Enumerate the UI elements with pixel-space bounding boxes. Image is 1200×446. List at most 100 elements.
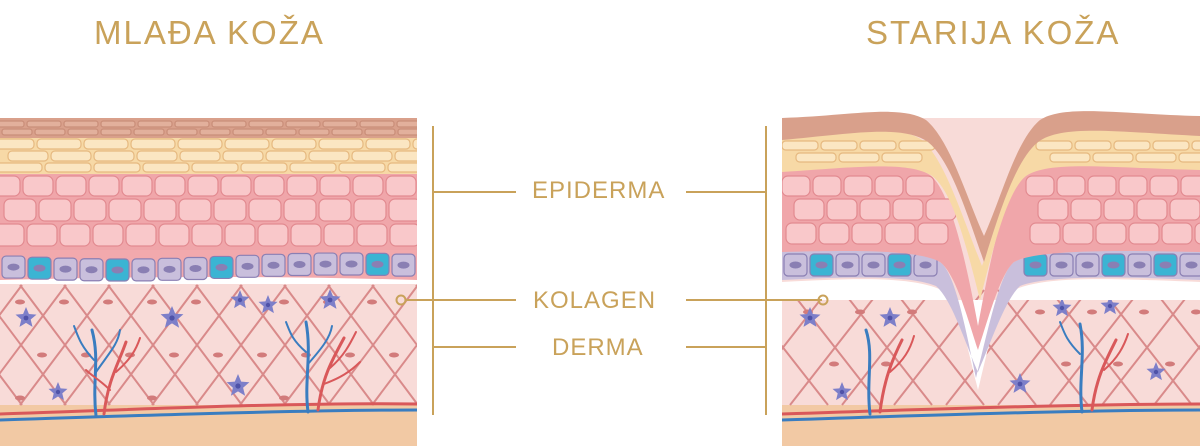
granular-cell: [36, 138, 82, 150]
cell-nucleus: [815, 261, 828, 269]
cell-nucleus: [1107, 261, 1120, 269]
spinous-cell: [356, 223, 388, 247]
granular-cell: [1191, 140, 1200, 151]
spinous-cell: [818, 222, 850, 245]
granular-cell: [1135, 152, 1177, 163]
corneum-cell: [331, 128, 363, 136]
corneum-cell: [1, 128, 33, 136]
spinous-cell: [917, 222, 949, 245]
corneum-cell: [397, 128, 417, 136]
corneum-cell: [232, 128, 264, 136]
spinous-cell: [851, 222, 883, 245]
collagen-fiber: [997, 289, 1089, 406]
corneum-cell: [166, 128, 198, 136]
spinous-cell: [178, 198, 212, 222]
spinous-cell: [1169, 198, 1200, 221]
cell-nucleus: [1185, 261, 1198, 269]
cell-nucleus: [85, 266, 98, 274]
blood-vessels: [0, 320, 417, 422]
cell-nucleus: [7, 263, 20, 271]
spinous-cells: [782, 175, 1200, 245]
spinous-cell: [1118, 175, 1148, 197]
cell-nucleus: [789, 261, 802, 269]
granular-cell: [0, 138, 35, 150]
spinous-cell: [884, 222, 916, 245]
cell-nucleus: [345, 260, 358, 268]
granular-cell: [387, 162, 417, 173]
granular-cell: [1035, 140, 1073, 151]
spinous-cell: [793, 198, 825, 221]
spinous-cell: [1103, 198, 1135, 221]
granular-cell: [308, 150, 350, 162]
cell-nucleus: [1133, 261, 1146, 269]
cell-nucleus: [241, 262, 254, 270]
corneum-cell: [364, 128, 396, 136]
collagen-fibers: [782, 289, 1200, 406]
cell-nucleus: [1029, 261, 1042, 269]
granular-cell: [222, 150, 264, 162]
spinous-cell: [1128, 222, 1160, 245]
collagen-fiber: [371, 284, 417, 347]
corneum-cell: [396, 120, 417, 128]
granular-cell: [7, 150, 49, 162]
corneum-cell: [199, 128, 231, 136]
corneum-cell: [285, 120, 321, 128]
spinous-cell: [843, 175, 873, 197]
spinous-cell: [224, 223, 256, 247]
spinous-cell: [1025, 175, 1055, 197]
spinous-cell: [38, 198, 72, 222]
fibroblast-cells: [15, 289, 341, 401]
spinous-cell: [108, 198, 142, 222]
spinous-cell: [0, 223, 25, 247]
corneum-cells: [0, 120, 417, 136]
cell-nucleus: [1055, 261, 1068, 269]
spinous-cell: [1070, 198, 1102, 221]
cell-nucleus: [137, 266, 150, 274]
collagen-fiber: [415, 284, 417, 289]
spinous-cell: [859, 198, 891, 221]
spinous-cell: [191, 223, 223, 247]
corneum-cell: [0, 120, 25, 128]
collagen-fiber: [0, 284, 67, 375]
collagen-knot: [1191, 309, 1200, 315]
collagen-fiber: [107, 284, 199, 406]
collagen-knot: [213, 352, 223, 358]
fibroblast-nucleus: [237, 297, 243, 303]
collagen-fiber: [945, 289, 1037, 406]
fibroblast-nucleus: [807, 315, 813, 321]
annotation-lines: [405, 126, 822, 415]
cell-nucleus: [163, 265, 176, 273]
collagen-knot: [279, 299, 289, 305]
granular-cell: [136, 150, 178, 162]
collagen-knot: [855, 309, 865, 315]
corneum-cell: [265, 128, 297, 136]
spinous-cell: [874, 175, 904, 197]
basal-cells: [783, 253, 1200, 277]
granular-cell: [365, 138, 411, 150]
cell-nucleus: [189, 264, 202, 272]
collagen-knot: [1165, 361, 1175, 367]
spinous-cell: [1161, 222, 1193, 245]
collagen-knot: [1087, 309, 1097, 315]
granular-cell: [83, 138, 129, 150]
spinous-cell: [353, 198, 387, 222]
spinous-cell: [905, 175, 935, 197]
fibroblast-nucleus: [235, 383, 241, 389]
collagen-fiber: [1101, 289, 1193, 406]
granular-cell: [50, 150, 92, 162]
spinous-cell: [283, 198, 317, 222]
granular-cell: [93, 150, 135, 162]
collagen-fibers: [0, 284, 417, 406]
collagen-pointer-right: [817, 294, 829, 306]
young-skin-title: MLAĐA KOŽA: [94, 14, 325, 51]
spinous-cell: [388, 198, 417, 222]
collagen-knot: [1035, 309, 1045, 315]
spinous-cell: [213, 198, 247, 222]
granular-cell: [271, 138, 317, 150]
collagen-fiber: [789, 289, 881, 406]
spinous-cell: [220, 175, 252, 197]
collagen-knots: [15, 299, 399, 401]
fibroblast-cells: [799, 296, 1166, 401]
spinous-cell: [26, 223, 58, 247]
collagen-knot: [15, 395, 25, 401]
